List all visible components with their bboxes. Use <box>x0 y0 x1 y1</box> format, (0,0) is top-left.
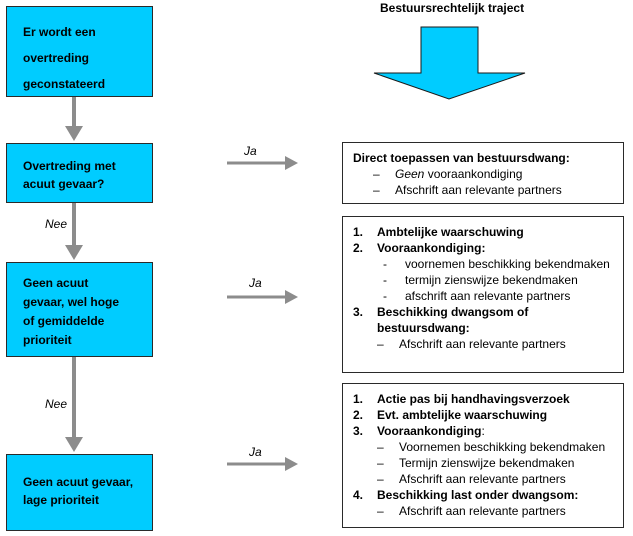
box1-line: geconstateerd <box>23 77 106 91</box>
box3-line: of gemiddelde <box>23 314 105 328</box>
dash-bullet: – <box>377 456 384 470</box>
list-item: - voornemen beschikking bekendmaken <box>353 256 617 272</box>
list-item: - termijn zienswijze bekendmaken <box>353 272 617 288</box>
item-text: Afschrift aan relevante partners <box>399 504 566 518</box>
item-text: vooraankondiging <box>424 167 523 181</box>
dash-bullet: – <box>373 183 380 197</box>
item-em: Geen <box>395 167 425 181</box>
arrow-h3-head <box>285 457 298 471</box>
box-acuut-gevaar-vraag: Overtreding met acuut gevaar? <box>6 143 153 203</box>
list-item: 1. Actie pas bij handhavingsverzoek <box>353 391 617 407</box>
item-suffix: : <box>481 424 485 438</box>
item-number: 4. <box>353 488 364 502</box>
list-item: – Afschrift aan relevante partners <box>353 182 617 198</box>
item-text: Beschikking last onder dwangsom: <box>377 488 579 502</box>
box4-line: lage prioriteit <box>23 493 100 507</box>
item-text: Actie pas bij handhavingsverzoek <box>377 392 570 406</box>
arrow-v2-head <box>65 245 83 260</box>
box-overtreding-geconstateerd: Er wordt een overtreding geconstateerd <box>6 6 153 97</box>
box3-line: gevaar, wel hoge <box>23 295 120 309</box>
arrow-v3-head <box>65 437 83 452</box>
item-text: bestuursdwang: <box>377 321 470 335</box>
list-item: – Voornemen beschikking bekendmaken <box>353 439 617 455</box>
item-text: Vooraankondiging <box>377 424 482 438</box>
dash-bullet: – <box>373 167 380 181</box>
big-down-arrow <box>373 26 526 100</box>
item-text: termijn zienswijze bekendmaken <box>405 273 578 287</box>
box4-line: Geen acuut gevaar, <box>23 475 134 489</box>
list-item: 4. Beschikking last onder dwangsom: <box>353 487 617 503</box>
dash-bullet: – <box>377 440 384 454</box>
box1-line: Er wordt een <box>23 25 96 39</box>
item-text: Termijn zienswijze bekendmaken <box>399 456 575 470</box>
item-text: Afschrift aan relevante partners <box>399 472 566 486</box>
list-item: - afschrift aan relevante partners <box>353 288 617 304</box>
dash-bullet: – <box>377 337 384 351</box>
box-direct-bestuursdwang: Direct toepassen van bestuursdwang: – Ge… <box>342 142 624 204</box>
item-text: Voornemen beschikking bekendmaken <box>399 440 606 454</box>
item-text: Afschrift aan relevante partners <box>399 337 566 351</box>
item-number: 1. <box>353 225 364 239</box>
list-item: – Afschrift aan relevante partners <box>353 471 617 487</box>
item-text: Beschikking dwangsom of <box>377 305 529 319</box>
label-ja: Ja <box>249 276 262 290</box>
box-lage-prioriteit: Geen acuut gevaar, lage prioriteit <box>6 454 153 531</box>
list-item: – Termijn zienswijze bekendmaken <box>353 455 617 471</box>
box-handhavingsverzoek-procedure: 1. Actie pas bij handhavingsverzoek 2. Evt… <box>342 383 624 528</box>
list-item: 3. Beschikking dwangsom of <box>353 304 617 320</box>
list-item: – Afschrift aan relevante partners <box>353 336 617 352</box>
box3-line: Geen acuut <box>23 276 89 290</box>
item-text: Afschrift aan relevante partners <box>395 183 562 197</box>
list-item: – Afschrift aan relevante partners <box>353 503 617 519</box>
dash-bullet: - <box>383 289 387 303</box>
item-number: 3. <box>353 305 364 319</box>
item-text: Vooraankondiging: <box>377 241 486 255</box>
label-ja: Ja <box>249 445 262 459</box>
box2-line: Overtreding met <box>23 159 116 173</box>
list-item: 3. Vooraankondiging: <box>353 423 617 439</box>
list-item: 2. Evt. ambtelijke waarschuwing <box>353 407 617 423</box>
item-number: 3. <box>353 424 364 438</box>
rbox1-heading: Direct toepassen van bestuursdwang: <box>353 151 570 165</box>
list-item: bestuursdwang: <box>353 320 617 336</box>
item-number: 2. <box>353 408 364 422</box>
dash-bullet: – <box>377 472 384 486</box>
item-text: Evt. ambtelijke waarschuwing <box>377 408 548 422</box>
title-bestuursrechtelijk-traject: Bestuursrechtelijk traject <box>380 1 525 15</box>
dash-bullet: - <box>383 257 387 271</box>
list-item: 2. Vooraankondiging: <box>353 240 617 256</box>
list-item: – Geen vooraankondiging <box>353 166 617 182</box>
box2-line: acuut gevaar? <box>23 177 105 191</box>
label-ja: Ja <box>244 144 257 158</box>
item-text: Ambtelijke waarschuwing <box>377 225 524 239</box>
label-nee: Nee <box>45 397 68 411</box>
label-nee: Nee <box>45 217 68 231</box>
dash-bullet: – <box>377 504 384 518</box>
list-item: 1. Ambtelijke waarschuwing <box>353 224 617 240</box>
box-hoge-gemiddelde-prioriteit: Geen acuut gevaar, wel hoge of gemiddeld… <box>6 262 153 357</box>
item-number: 2. <box>353 241 364 255</box>
item-number: 1. <box>353 392 364 406</box>
arrow-h1-head <box>285 156 298 170</box>
item-text: voornemen beschikking bekendmaken <box>405 257 610 271</box>
box-waarschuwing-procedure: 1. Ambtelijke waarschuwing 2. Vooraankondi… <box>342 216 624 373</box>
arrow-v1-head <box>65 126 83 141</box>
box3-line: prioriteit <box>23 333 72 347</box>
item-text: afschrift aan relevante partners <box>405 289 571 303</box>
dash-bullet: - <box>383 273 387 287</box>
box1-line: overtreding <box>23 51 90 65</box>
arrow-h2-head <box>285 290 298 304</box>
